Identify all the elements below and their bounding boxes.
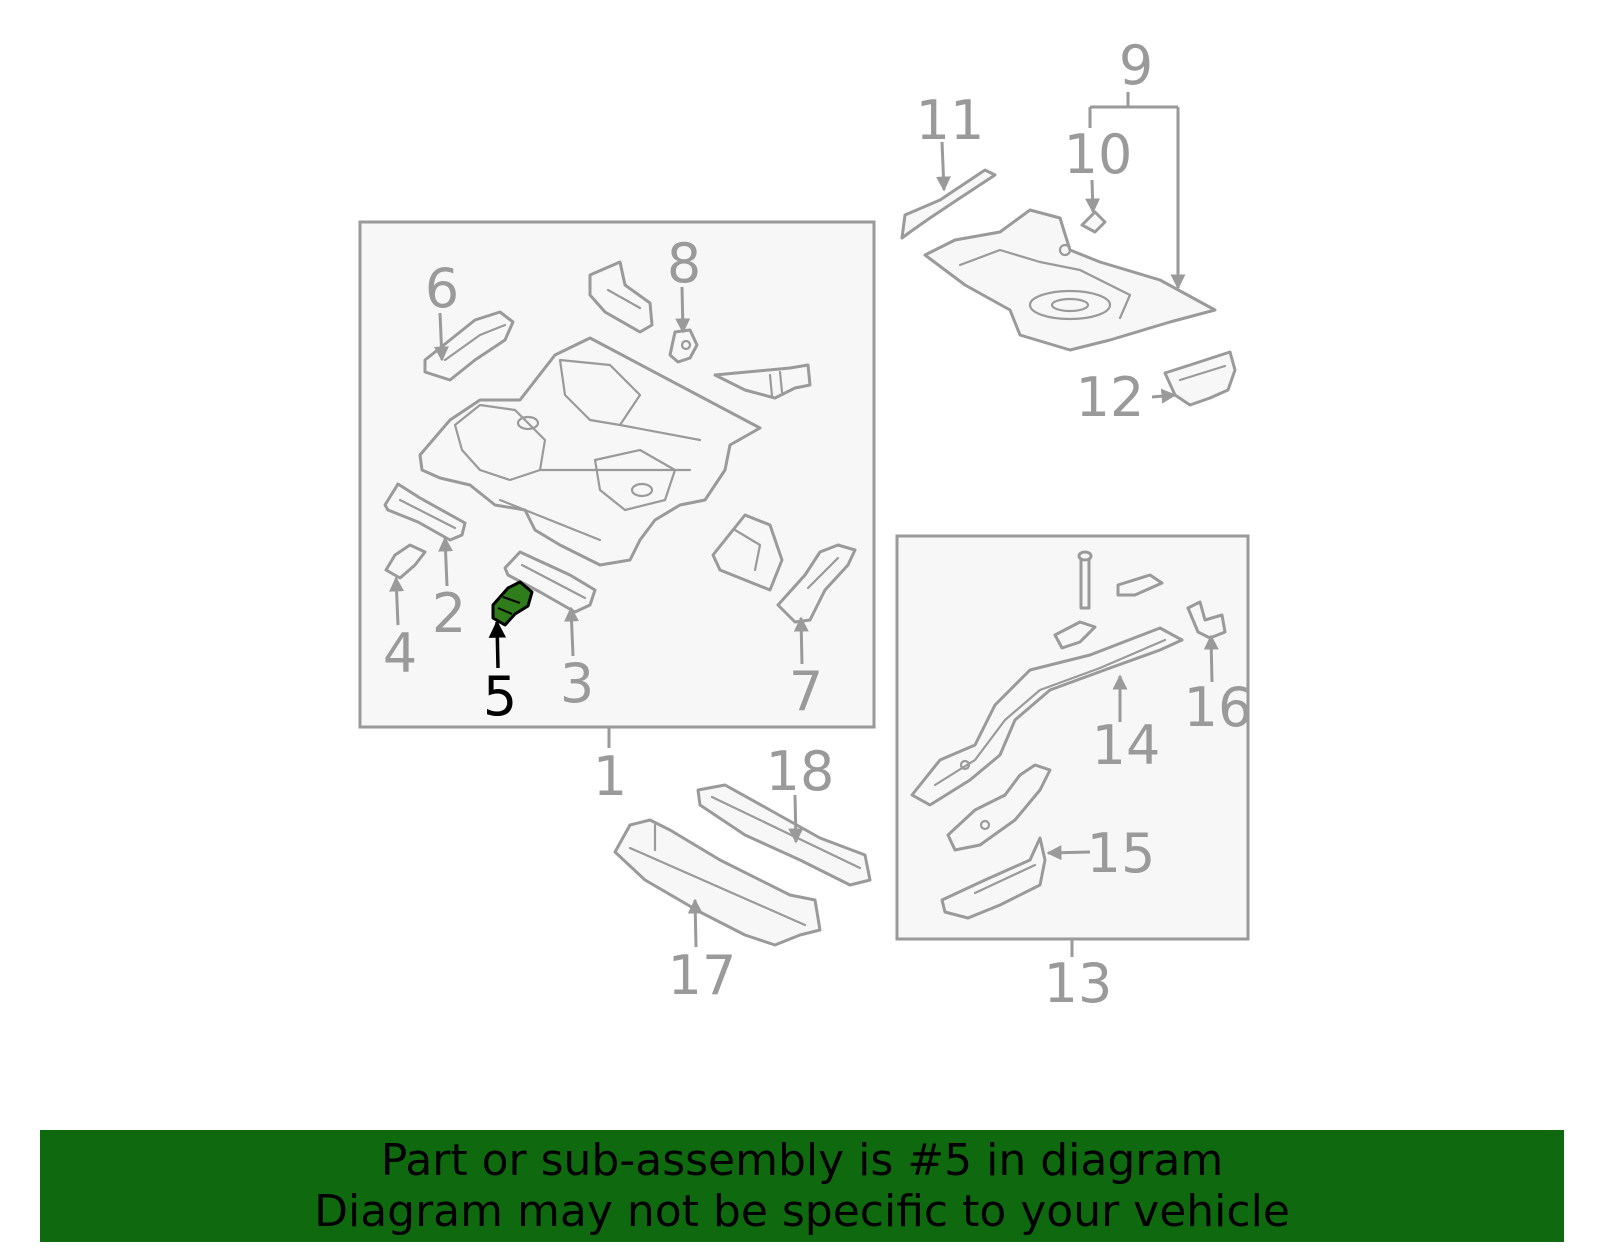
part-9-rear-floor [923, 208, 1217, 352]
part-12-bracket [1163, 350, 1237, 407]
leader-11 [935, 141, 951, 192]
info-banner: Part or sub-assembly is #5 in diagram Di… [40, 1130, 1564, 1242]
callout-9: 9 [1119, 34, 1153, 97]
callout-17: 17 [668, 944, 737, 1007]
part-6-bracket [423, 310, 515, 382]
part-10-clip [1080, 210, 1107, 234]
part-curved-clip [1053, 620, 1097, 650]
part-block [1116, 573, 1164, 597]
part-3-rail [503, 550, 597, 614]
part-floor-pan [418, 336, 762, 567]
leader-2 [438, 536, 454, 587]
leader-12 [1151, 388, 1177, 404]
callout-15: 15 [1087, 822, 1156, 885]
leader-18 [788, 794, 804, 844]
part-2-rail [383, 482, 467, 542]
part-lower-bracket [946, 763, 1052, 852]
leader-15 [1046, 845, 1091, 861]
part-side-panel [711, 513, 784, 592]
callout-13: 13 [1044, 952, 1113, 1015]
leader-6 [433, 312, 449, 362]
callout-8: 8 [667, 232, 701, 295]
callout-6: 6 [425, 257, 459, 320]
leader-10 [1085, 179, 1101, 214]
assembly-box-13 [895, 534, 1250, 941]
leader-9 [1088, 92, 1178, 288]
banner-line-disclaimer: Diagram may not be specific to your vehi… [314, 1186, 1290, 1237]
callout-10: 10 [1064, 123, 1133, 186]
banner-line-part: Part or sub-assembly is #5 in diagram [380, 1135, 1224, 1186]
part-16-bracket [1186, 600, 1227, 640]
part-14-rail [910, 626, 1184, 807]
leader-8 [675, 286, 691, 334]
part-17-crossmember [613, 818, 822, 947]
leader-7 [793, 616, 809, 665]
leader-5 [488, 620, 507, 669]
leader-17 [687, 898, 703, 948]
callout-1: 1 [593, 745, 627, 808]
leader-3 [564, 606, 580, 657]
callout-4: 4 [383, 622, 417, 685]
callout-5-highlighted[interactable]: 5 [483, 665, 517, 728]
callout-11: 11 [916, 89, 985, 152]
callout-12: 12 [1076, 366, 1145, 429]
callout-3: 3 [560, 652, 594, 715]
leader-16 [1203, 634, 1219, 683]
callout-16: 16 [1184, 676, 1253, 739]
part-bolt [1077, 550, 1093, 610]
part-18-crossmember [696, 783, 872, 887]
part-15-bracket [940, 836, 1047, 920]
callout-18: 18 [766, 740, 835, 803]
callout-2: 2 [432, 582, 466, 645]
part-right-bracket [713, 363, 812, 400]
callout-7: 7 [789, 660, 823, 723]
leader-4 [389, 576, 405, 626]
part-11-rail [900, 168, 997, 240]
part-upper-bracket [588, 260, 654, 334]
callout-14: 14 [1092, 714, 1161, 777]
